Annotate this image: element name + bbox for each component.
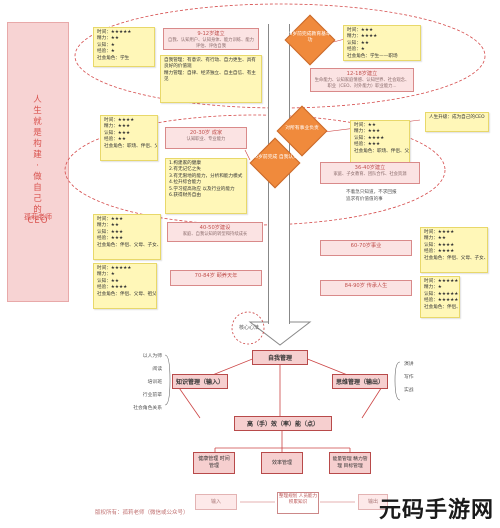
stage-box-12-18: 12-18岁建立生命能力、认知家庭情感、认知世界、社会观念、职业（CEO、对外能…: [310, 68, 414, 92]
health-time-management-box: 健康管理 时间管理: [193, 452, 235, 474]
site-logo: 元码手游网: [378, 498, 494, 523]
stage-box-9-12: 9-12岁建立自我、认知用户、认知身体、能力训练、能力评估、评估自我: [163, 28, 259, 50]
sidebar-title-char: 就: [33, 117, 43, 127]
sidebar-title-char: 自: [33, 183, 43, 193]
goal-list-note: 1.构建家的健康 2.有无记忆之失 3.有无限地的能力，分析和能力模式 4.拉升…: [165, 158, 247, 214]
copyright-watermark: 版权所有：孤莉老师（微信或公众号）: [95, 510, 189, 516]
stage-box-84-90: 84-90岁 传承人生: [320, 280, 412, 296]
diamond-2-label: 对所有事业负责: [285, 126, 319, 131]
diamond-3-label: 36岁前完成 自我认知: [252, 155, 299, 160]
output-method-list: 演讲 写作 实战: [404, 362, 414, 393]
thinking-management-box: 思维管理（输出）: [332, 374, 388, 389]
footer-process-box: 整理规划 人员能力 积累知识: [277, 492, 319, 514]
stage-box-60-70: 60-70岁事业: [320, 240, 412, 256]
core-mind-label: 核心心法: [238, 325, 259, 331]
stage-box-70-84: 70-84岁 颐养天年: [170, 270, 262, 286]
sticky-note-right-2: 时间：★★精力：★★★认知：★★★★经验：★★★社会角色：职场、伴侣、父母、子女: [350, 120, 410, 166]
right-mid-text: 不着急只知道，不求回报 追求有价值值的事: [346, 190, 397, 202]
stage-box-40-50: 40-50岁建设家庭、自我认知的转型和持续成长: [167, 222, 263, 242]
skill-note: 自我管理：有意识、有行动、自力更生、具有良好的价值观 精力管理：自律、经济独立、…: [160, 55, 262, 103]
ceo-note: 人生升级：成为自己的CEO: [425, 112, 489, 132]
diamond-1-label: 9岁前完成教育基本功: [289, 32, 331, 43]
footer-output-box: 输出: [358, 494, 388, 510]
sidebar-title-char: 做: [33, 172, 43, 182]
sticky-note-right-1: 时间：★★★精力：★★★★认知：★★经验：★社会角色：学生——职场: [343, 25, 421, 61]
sticky-note-left-4: 时间：★★★★★精力：★认知：★★经验：★★★★社会角色：伴侣、父母、祖父母: [93, 263, 157, 309]
energy-management-box: 能量管理 精力管理 目标管理: [329, 452, 371, 474]
sidebar-title-char: 的: [33, 205, 43, 215]
efficiency-box: 高（手）效（率）能（点）: [234, 416, 332, 431]
sidebar-title-char: CEO: [27, 216, 49, 226]
sidebar-title-char: 是: [33, 128, 43, 138]
sticky-note-left-1: 时间：★★★★★精力：★★认知：★经验：★社会角色：学生: [93, 27, 155, 67]
stage-box-36-40: 36-40岁建立家庭、子女教育、团队合作、社会资源: [320, 162, 420, 184]
footer-input-box: 输入: [195, 494, 237, 510]
sticky-note-right-4: 时间：★★★★★精力：★认知：★★★★★经验：★★★★★社会角色：伴侣、子女、祖…: [420, 276, 460, 318]
input-source-list: 以人为师 阅读 培训班 行业前辈 社会角色关系: [133, 354, 162, 411]
sidebar-title-char: 人: [33, 95, 43, 105]
sticky-note-right-3: 时间：★★★★精力：★★认知：★★★★经验：★★★★社会角色：伴侣、父母、子女、…: [420, 227, 488, 273]
sticky-note-left-2: 时间：★★★★精力：★★★认知：★★★经验：★★社会角色：职场、伴侣、父母: [100, 115, 158, 161]
sidebar-title-char: 构: [33, 139, 43, 149]
sidebar-title-char: 己: [33, 194, 43, 204]
stage-box-20-30: 20-30岁 成家认知职业、专业能力: [165, 127, 247, 149]
knowledge-management-box: 知识管理（输入）: [172, 374, 228, 389]
sticky-note-left-3: 时间：★★★精力：★★认知：★★★经验：★★★社会角色：伴侣、父母、子女、管理者: [93, 214, 161, 260]
efficiency-management-box: 效率管理: [261, 452, 303, 474]
sidebar-author: 孤莉老师: [24, 213, 52, 221]
sidebar-title-char: 生: [33, 106, 43, 116]
sidebar-title-char: ·: [36, 161, 40, 171]
sidebar-panel: [7, 22, 69, 302]
sidebar-title-char: 建: [33, 150, 43, 160]
self-management-box: 自我管理: [252, 350, 308, 365]
